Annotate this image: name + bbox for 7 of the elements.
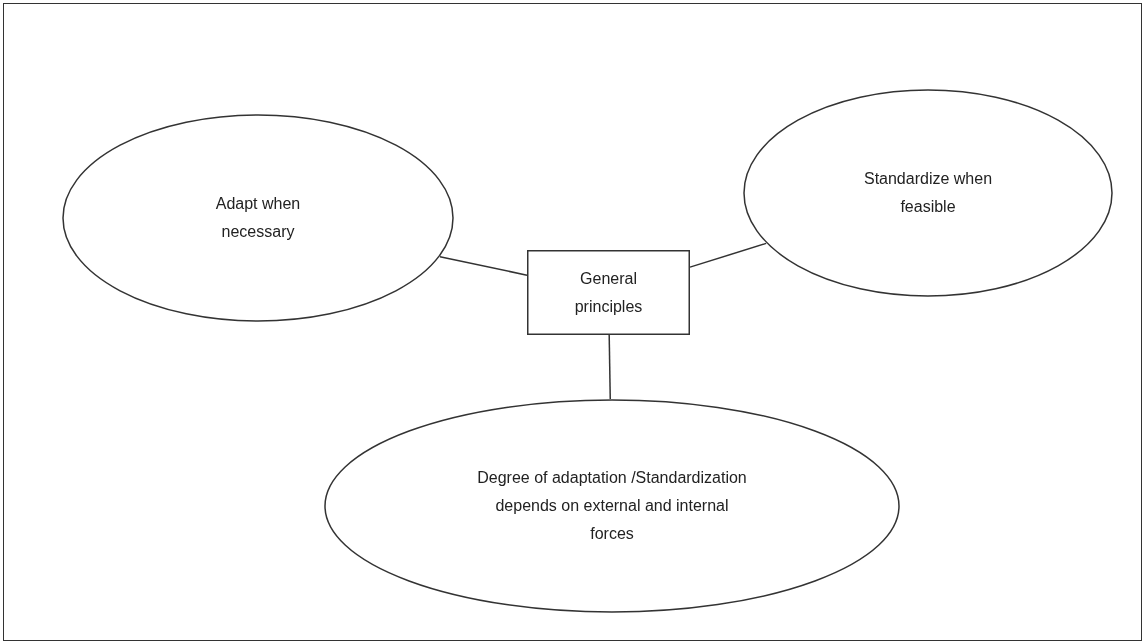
connector-line xyxy=(689,242,767,268)
connector-line xyxy=(608,334,611,400)
node-text: Adapt when necessary xyxy=(214,194,302,242)
node-text: Standardize when feasible xyxy=(862,169,994,217)
node-text: General principles xyxy=(573,268,644,317)
node-text: Degree of adaptation /Standardization depends on external and internal forces xyxy=(476,468,748,544)
connector-line xyxy=(439,255,528,276)
